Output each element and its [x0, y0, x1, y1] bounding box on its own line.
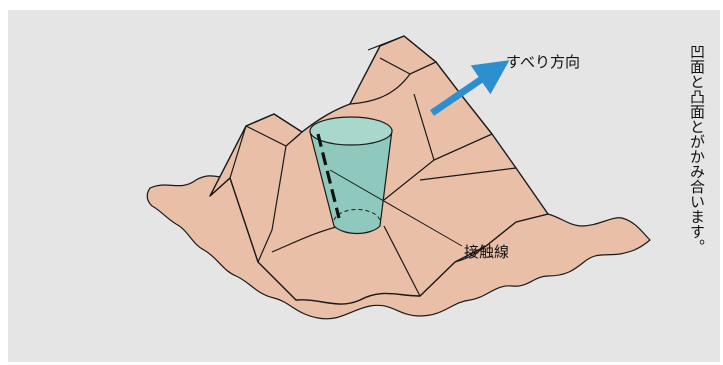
- cone-top: [309, 116, 393, 146]
- contact-line: [316, 133, 341, 219]
- contact-line-label: 接触線: [464, 243, 510, 261]
- left-cliff: [209, 125, 247, 197]
- terrace-lines: [271, 133, 517, 297]
- summit-edge: [367, 35, 438, 75]
- contact-leader-line: [329, 169, 463, 247]
- caption: 凹面と凸面とがかみ合います。: [688, 44, 706, 254]
- upper-slope-face: [349, 61, 493, 161]
- sliding-direction-arrow: [430, 60, 510, 116]
- sliding-direction-label: すべり方向: [506, 53, 580, 71]
- left-block-edges: [245, 113, 303, 263]
